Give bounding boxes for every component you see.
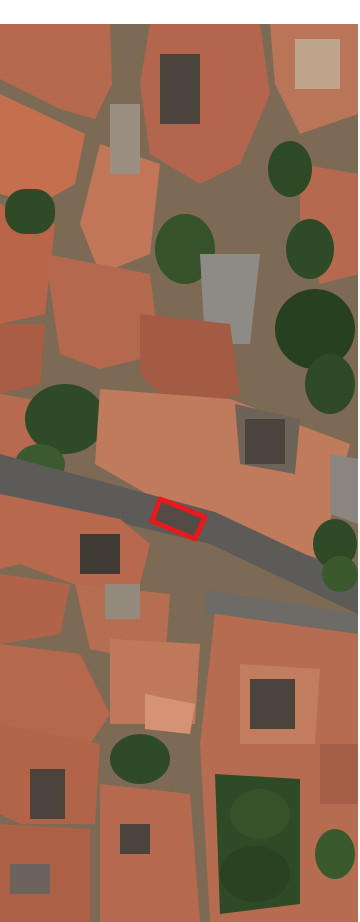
building-block-lower-left <box>0 639 200 922</box>
satellite-map[interactable] <box>0 24 358 922</box>
tree-canopy-top <box>155 141 355 414</box>
building-block-middle-left <box>0 254 240 484</box>
highlight-outline[interactable] <box>149 496 208 542</box>
building-block-upper-left <box>0 24 112 394</box>
building-block-lower-right <box>200 614 358 922</box>
highlighted-building[interactable] <box>149 496 208 542</box>
building-block-central <box>95 389 358 559</box>
plaza-upper <box>200 254 260 344</box>
tree-canopy-right <box>313 519 358 592</box>
street-secondary <box>205 589 358 634</box>
aerial-image <box>0 24 358 922</box>
building-block-upper-center <box>80 24 358 284</box>
